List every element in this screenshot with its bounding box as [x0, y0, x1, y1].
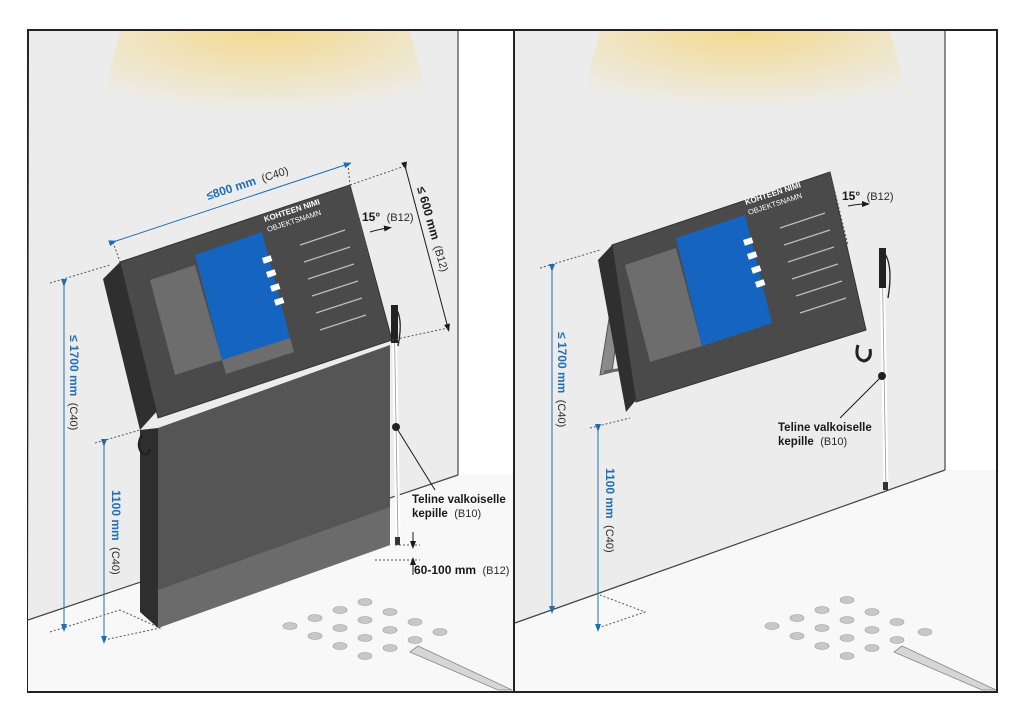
- total-height-label: ≤ 1700 mm: [555, 332, 569, 393]
- angle-label: 15°: [362, 210, 380, 224]
- right-panel: KOHTEEN NIMI OBJEKTSNAMN 15° (B12) ≤ 170…: [513, 29, 998, 693]
- svg-text:15° (B12): 15° (B12): [362, 208, 414, 225]
- tactile-dots-icon: [282, 598, 448, 660]
- width-dimension-line: [108, 162, 352, 247]
- sign-height-dimension-line: [401, 161, 450, 332]
- svg-text:1100 mm (C40): 1100 mm (C40): [108, 490, 125, 575]
- sign-map-area: [676, 215, 772, 346]
- sign-map-area: [195, 232, 290, 360]
- holder-label-line1: Teline valkoiselle: [778, 422, 872, 434]
- hook-icon: [137, 434, 152, 456]
- holder-label-code: (B10): [454, 508, 481, 520]
- guide-strip: [409, 645, 513, 691]
- sign-symbol-rows: [743, 237, 766, 288]
- light-glow-icon: [90, 31, 440, 150]
- gap-label: 60-100 mm: [414, 563, 476, 577]
- lower-height-label: 1100 mm: [109, 490, 123, 541]
- light-glow-icon: [570, 31, 920, 145]
- left-panel: KOHTEEN NIMI OBJEKTSNAMN ≤800 mm (C40) ≤…: [27, 29, 515, 693]
- total-height-label: ≤ 1700 mm: [67, 335, 81, 396]
- svg-text:60-100 mm (B12): 60-100 mm (B12): [414, 561, 509, 578]
- angle-code: (B12): [867, 191, 894, 203]
- lower-height-code: (C40): [603, 525, 615, 553]
- svg-text:15° (B12): 15° (B12): [842, 187, 894, 204]
- tactile-dots-icon: [764, 596, 933, 660]
- white-cane-icon: [391, 304, 401, 545]
- lower-height-label: 1100 mm: [603, 468, 617, 519]
- holder-label-line2: kepille: [412, 508, 448, 520]
- right-floor: [515, 470, 996, 691]
- sign-legend-lines: [779, 212, 847, 314]
- hook-icon: [855, 344, 872, 363]
- holder-label-line2: kepille: [778, 436, 814, 448]
- total-height-code: (C40): [555, 400, 567, 428]
- guide-strip: [893, 645, 997, 691]
- svg-text:≤ 1700 mm (C40): ≤ 1700 mm (C40): [66, 335, 83, 430]
- white-cane-icon: [878, 247, 891, 490]
- svg-text:1100 mm (C40): 1100 mm (C40): [602, 468, 619, 553]
- holder-label-line1: Teline valkoiselle: [412, 494, 506, 506]
- holder-label-code: (B10): [820, 436, 847, 448]
- lower-height-code: (C40): [109, 547, 121, 575]
- svg-text:kepille (B10): kepille (B10): [778, 432, 847, 449]
- gap-code: (B12): [483, 565, 510, 577]
- svg-text:kepille (B10): kepille (B10): [412, 504, 481, 521]
- sign-symbol-rows: [262, 255, 285, 306]
- total-height-code: (C40): [67, 403, 79, 431]
- angle-code: (B12): [387, 212, 414, 224]
- angle-label: 15°: [842, 189, 860, 203]
- svg-text:≤ 1700 mm (C40): ≤ 1700 mm (C40): [554, 332, 571, 427]
